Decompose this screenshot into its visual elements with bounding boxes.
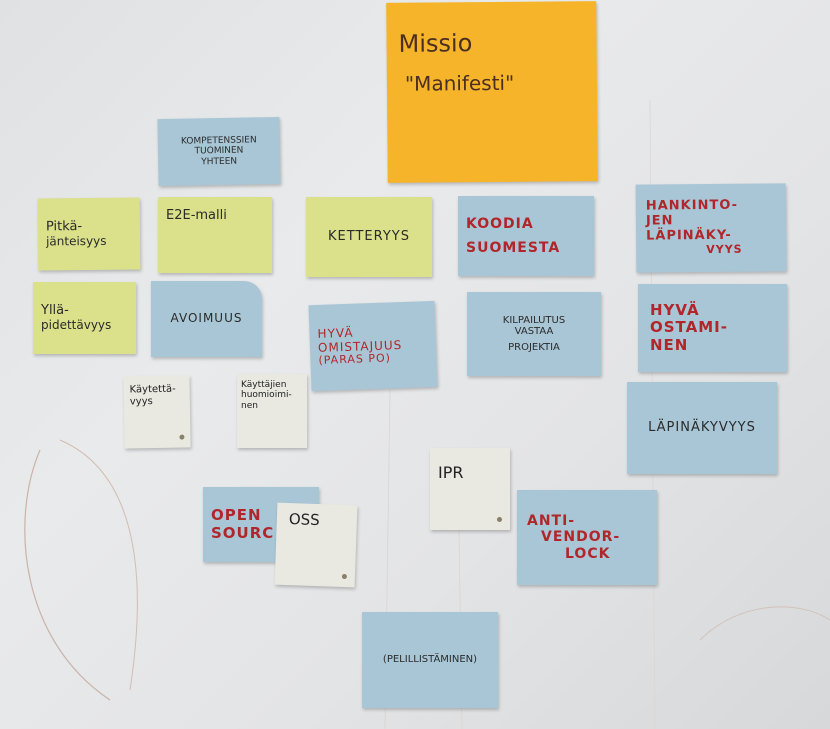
- note-e2e-malli: E2E-malli: [158, 197, 272, 273]
- note-line: vyys: [129, 395, 153, 407]
- note-line: OSTAMI-: [650, 318, 728, 337]
- note-hyva-ostaminen: HYVÄ OSTAMI- NEN: [638, 284, 787, 372]
- note-lapinakyvyys: LÄPINÄKYVYYS: [627, 382, 777, 474]
- note-hankintojen-lapinakyvyys: HANKINTO- JEN LÄPINÄKY- VYYS: [635, 183, 787, 273]
- note-line: jänteisyys: [45, 233, 107, 248]
- note-line: AVOIMUUS: [170, 311, 243, 326]
- note-kilpailutus: KILPAILUTUS VASTAA PROJEKTIA: [467, 292, 601, 376]
- note-line: NEN: [650, 335, 689, 354]
- note-line: nen: [241, 400, 258, 411]
- note-line: OSS: [288, 510, 321, 530]
- pin-icon: [497, 517, 502, 522]
- note-line: VYYS: [706, 242, 743, 257]
- note-anti-vendor-lock: ANTI- VENDOR- LOCK: [517, 490, 657, 585]
- note-line: KILPAILUTUS: [502, 314, 566, 326]
- pin-icon: [341, 573, 348, 580]
- note-kaytettavyys: Käytettä- vyys: [123, 375, 191, 449]
- note-line: YHTEEN: [201, 156, 238, 167]
- note-pelillistaminen: (PELILLISTÄMINEN): [362, 612, 498, 708]
- note-line: SOURC: [211, 523, 275, 542]
- note-line: VENDOR-: [541, 529, 621, 546]
- note-kompetenssien: KOMPETENSSIEN TUOMINEN YHTEEN: [157, 116, 281, 187]
- note-line: HYVÄ: [650, 301, 700, 320]
- note-line: Pitkä-: [45, 218, 83, 235]
- note-line: VASTAA: [514, 326, 554, 338]
- note-line: Yllä-: [41, 302, 69, 318]
- note-line: pidettävyys: [41, 317, 112, 332]
- note-line: KOMPETENSSIEN: [180, 135, 257, 147]
- note-line: huomioimi-: [241, 390, 292, 401]
- note-kayttajien-huomioiminen: Käyttäjien huomioimi- nen: [237, 374, 307, 448]
- note-ketteryys: KETTERYYS: [306, 197, 432, 277]
- note-line: Missio: [398, 29, 473, 58]
- note-line: OPEN: [211, 506, 262, 525]
- note-line: (PELILLISTÄMINEN): [382, 654, 478, 666]
- note-line: IPR: [438, 463, 464, 482]
- note-ipr: IPR: [430, 448, 510, 530]
- note-line: SUOMESTA: [466, 240, 561, 256]
- note-hyva-omistajuus: HYVÄ OMISTAJUUS (PARAS PO): [308, 300, 438, 392]
- note-line: PROJEKTIA: [508, 341, 560, 353]
- note-oss: OSS: [274, 502, 358, 588]
- note-line: "Manifesti": [404, 70, 515, 96]
- note-missio: Missio "Manifesti": [386, 1, 598, 183]
- note-line: Käyttäjien: [241, 380, 287, 390]
- note-line: KETTERYYS: [328, 228, 410, 244]
- note-line: Käytettä-: [129, 383, 176, 396]
- note-line: (PARAS PO): [318, 351, 392, 368]
- note-avoimuus: AVOIMUUS: [151, 281, 262, 357]
- note-yllapidettavyys: Yllä- pidettävyys: [33, 282, 136, 354]
- note-line: E2E-malli: [166, 208, 227, 223]
- note-line: KOODIA: [466, 215, 534, 232]
- note-line: HANKINTO-: [645, 198, 739, 214]
- note-line: LÄPINÄKYVYYS: [648, 419, 756, 435]
- note-line: ANTI-: [527, 513, 576, 530]
- note-pitkajanteisyys: Pitkä- jänteisyys: [37, 197, 141, 271]
- note-line: LOCK: [565, 545, 611, 562]
- pin-icon: [179, 434, 185, 440]
- note-koodia-suomesta: KOODIA SUOMESTA: [458, 196, 594, 276]
